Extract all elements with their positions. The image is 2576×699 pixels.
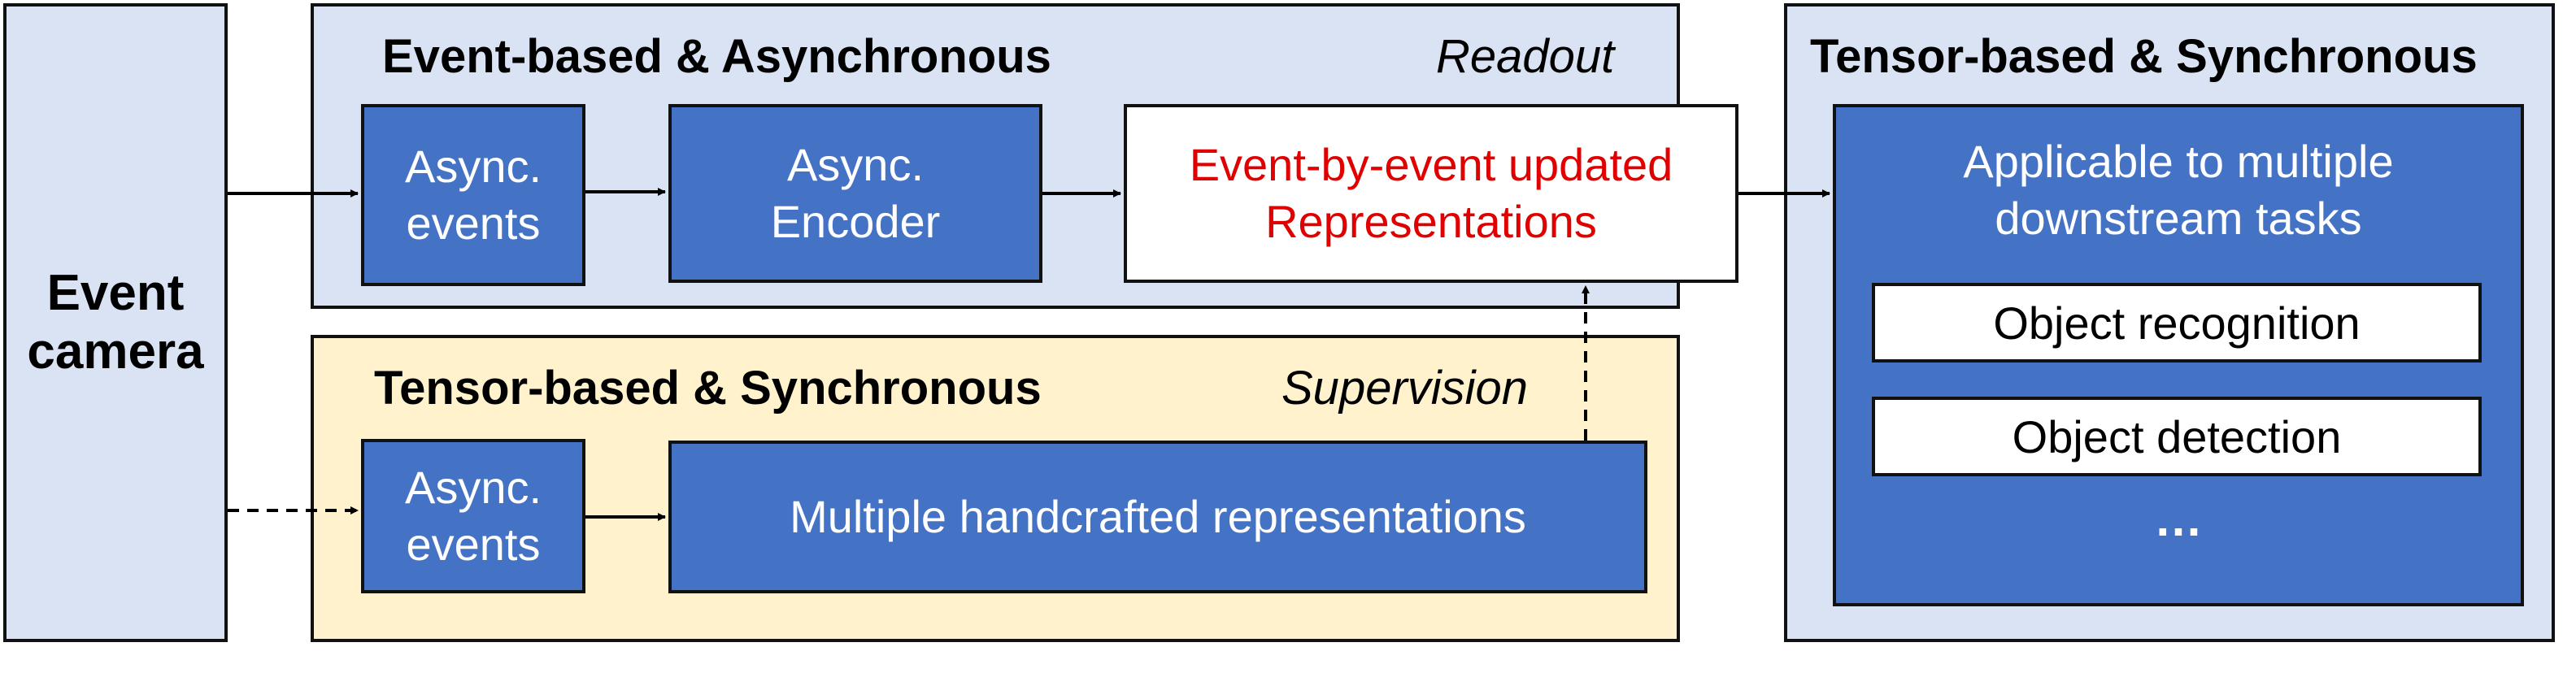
tasks-ellipsis: … — [2154, 492, 2203, 546]
supervision-panel-title: Tensor-based & Synchronous — [374, 362, 1042, 415]
supervision-async-events-box: Async. events — [361, 439, 585, 593]
async-encoder-box: Async. Encoder — [668, 104, 1042, 283]
task-object-detection: Object detection — [1872, 397, 2482, 476]
event-representation-box: Event-by-event updated Representations — [1124, 104, 1738, 283]
task-object-recognition: Object recognition — [1872, 283, 2482, 363]
handcrafted-representations-box: Multiple handcrafted representations — [668, 441, 1647, 593]
readout-async-events-box: Async. events — [361, 104, 585, 286]
event-camera-label: Event camera — [27, 265, 204, 380]
readout-panel-title: Event-based & Asynchronous — [382, 30, 1051, 83]
supervision-tag: Supervision — [1281, 362, 1529, 415]
readout-tag: Readout — [1436, 30, 1615, 83]
tasks-panel-title: Tensor-based & Synchronous — [1810, 30, 2478, 83]
downstream-tasks-header: Applicable to multiple downstream tasks — [1963, 136, 2394, 244]
event-camera-box: Event camera — [3, 3, 228, 642]
